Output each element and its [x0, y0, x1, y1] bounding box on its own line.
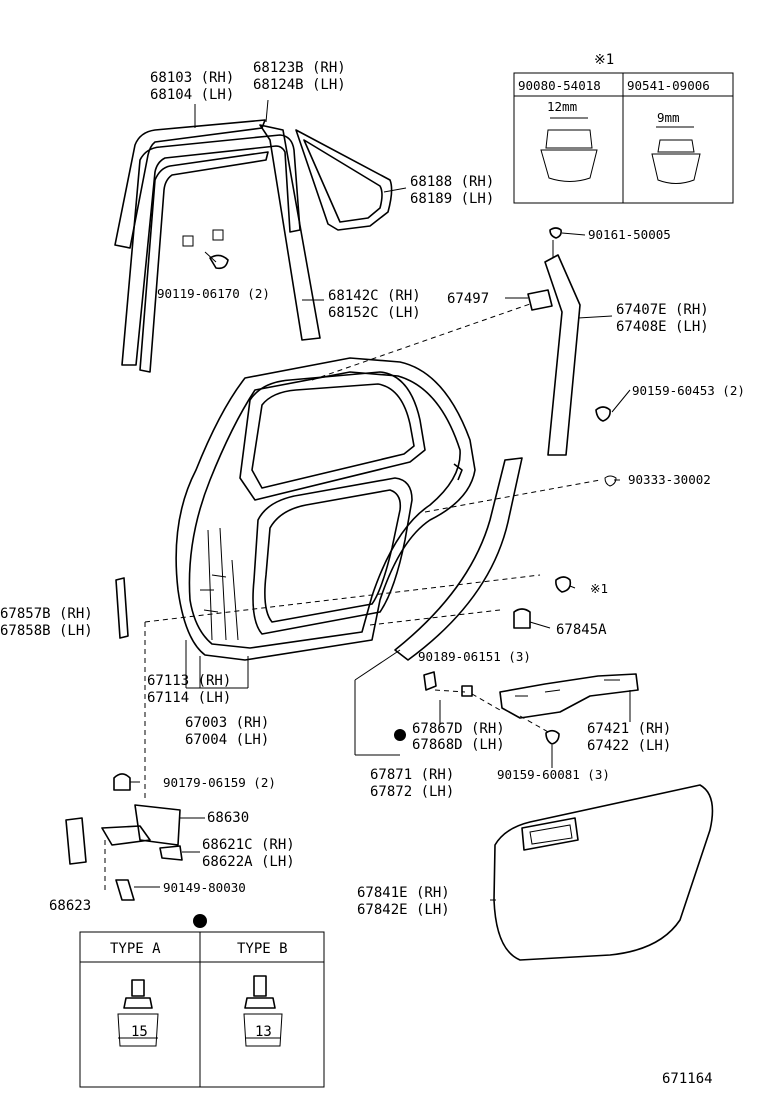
- label-68188: 68188 (RH): [410, 174, 494, 190]
- label-67872: 67872 (LH): [370, 784, 454, 800]
- grommet-12mm-icon: [540, 117, 598, 182]
- label-67867d: 67867D (RH): [412, 721, 505, 737]
- label-68152c: 68152C (LH): [328, 305, 421, 321]
- part-labels: 68103 (RH) 68104 (LH) 68123B (RH) 68124B…: [0, 60, 745, 1087]
- label-68104: 68104 (LH): [150, 87, 234, 103]
- clip-fasteners: [394, 475, 617, 745]
- dashed-leaders: [104, 303, 601, 890]
- type-a-clip-icon: [117, 979, 159, 1047]
- fastener-note-box: ※1 90080-54018 90541-09006 12mm 9mm: [513, 52, 734, 204]
- label-68621c: 68621C (RH): [202, 837, 295, 853]
- label-67868d: 67868D (LH): [412, 737, 505, 753]
- label-67003: 67003 (RH): [185, 715, 269, 731]
- label-90333: 90333-30002: [628, 472, 711, 487]
- type-b-clip-icon: [243, 975, 283, 1047]
- label-90149: 90149-80030: [163, 880, 246, 895]
- label-68123b: 68123B (RH): [253, 60, 346, 76]
- clip-marker-icon: [394, 729, 406, 741]
- label-67842e: 67842E (LH): [357, 902, 450, 918]
- glass-run-channel: [527, 227, 611, 456]
- label-67004: 67004 (LH): [185, 732, 269, 748]
- door-handle-bracket: [499, 673, 639, 719]
- note-box-title: ※1: [594, 52, 614, 68]
- note-dim-2: 9mm: [657, 110, 680, 125]
- label-68622a: 68622A (LH): [202, 854, 295, 870]
- label-67497: 67497: [447, 291, 489, 307]
- label-67114: 67114 (LH): [147, 690, 231, 706]
- diagram-code: 671164: [662, 1071, 713, 1087]
- label-90159-60081: 90159-60081 (3): [497, 767, 610, 782]
- label-67858b: 67858B (LH): [0, 623, 93, 639]
- label-note-ref: ※1: [590, 581, 608, 596]
- label-67407e: 67407E (RH): [616, 302, 709, 318]
- label-90189: 90189-06151 (3): [418, 649, 531, 664]
- label-67845a: 67845A: [556, 622, 607, 638]
- seal-strip: [115, 577, 129, 639]
- label-68623: 68623: [49, 898, 91, 914]
- type-b-dimension: 13: [255, 1024, 272, 1040]
- door-glass-frame-assembly: [114, 119, 393, 373]
- label-67841e: 67841E (RH): [357, 885, 450, 901]
- note-dim-1: 12mm: [547, 99, 577, 114]
- door-check-assembly: [65, 773, 183, 901]
- rear-door-panel: [175, 357, 476, 661]
- label-90119: 90119-06170 (2): [157, 286, 270, 301]
- label-67871: 67871 (RH): [370, 767, 454, 783]
- grommet-9mm-icon: [651, 126, 701, 184]
- label-67422: 67422 (LH): [587, 738, 671, 754]
- type-b-label: TYPE B: [237, 941, 288, 957]
- label-67113: 67113 (RH): [147, 673, 231, 689]
- label-90159-60453: 90159-60453 (2): [632, 383, 745, 398]
- label-68630: 68630: [207, 810, 249, 826]
- note-part-1: 90080-54018: [518, 78, 601, 93]
- label-67408e: 67408E (LH): [616, 319, 709, 335]
- label-90161: 90161-50005: [588, 227, 671, 242]
- service-hole-cover: [493, 784, 714, 961]
- label-68124b: 68124B (LH): [253, 77, 346, 93]
- label-68142c: 68142C (RH): [328, 288, 421, 304]
- clip-type-marker-icon: [193, 914, 207, 928]
- label-90179: 90179-06159 (2): [163, 775, 276, 790]
- label-67421: 67421 (RH): [587, 721, 671, 737]
- label-68189: 68189 (LH): [410, 191, 494, 207]
- weatherstrip: [394, 457, 523, 661]
- leader-lines: [130, 99, 631, 901]
- label-68103: 68103 (RH): [150, 70, 234, 86]
- label-67857b: 67857B (RH): [0, 606, 93, 622]
- type-a-label: TYPE A: [110, 941, 161, 957]
- note-part-2: 90541-09006: [627, 78, 710, 93]
- type-a-dimension: 15: [131, 1024, 148, 1040]
- clip-type-table: TYPE A TYPE B 15 13: [79, 914, 325, 1088]
